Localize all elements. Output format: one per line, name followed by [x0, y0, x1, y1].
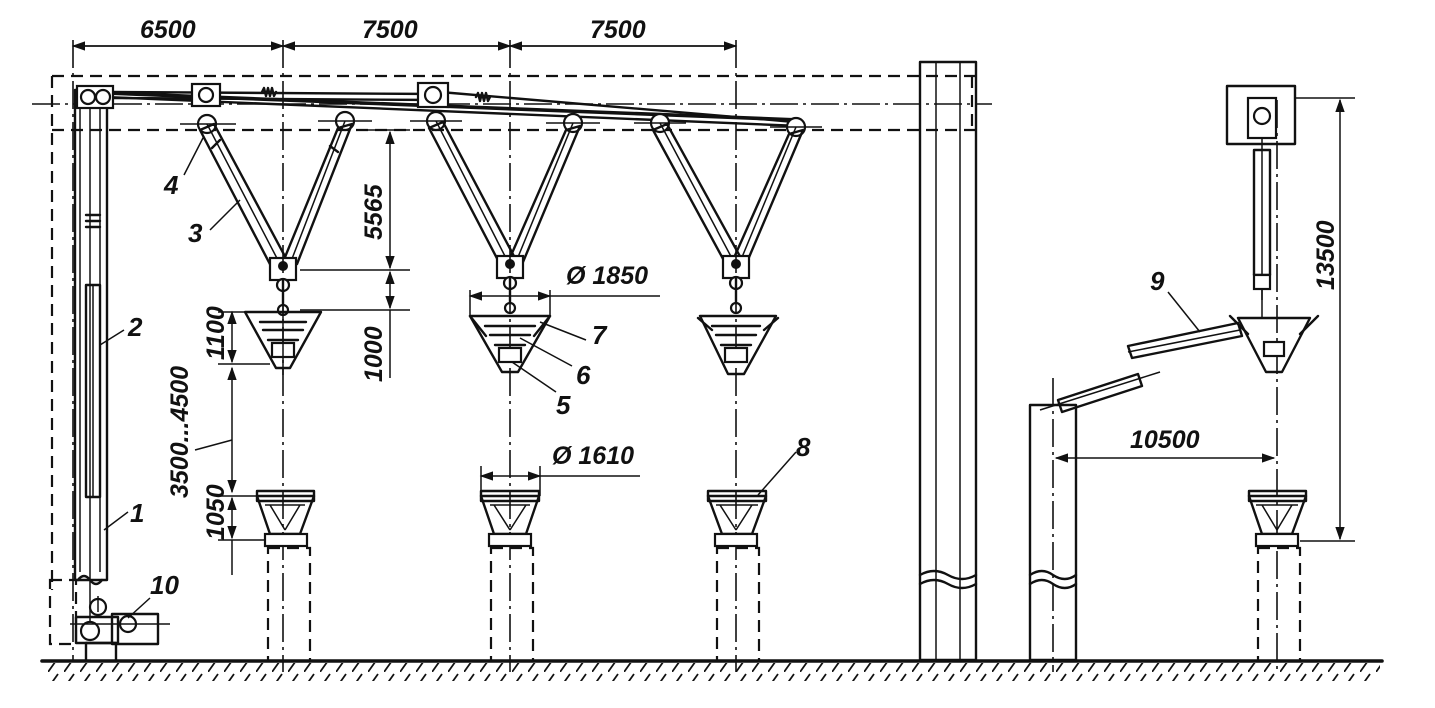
- dim-lift-range: 3500...4500: [166, 366, 194, 498]
- label-3: 3: [188, 218, 203, 248]
- truss-1: [180, 110, 372, 317]
- hopper-3: [706, 489, 768, 663]
- truss-3: [634, 112, 822, 315]
- dim-span-2: 7500: [362, 16, 418, 44]
- top-pulleys: [75, 81, 450, 110]
- label-6: 6: [576, 360, 591, 390]
- dim-truss-height: 5565: [360, 183, 388, 240]
- dim-bucket-diameter: Ø 1850: [566, 262, 648, 290]
- dim-hopper-height: 1050: [202, 484, 230, 540]
- winch-10: [70, 596, 170, 663]
- hopper-1: [255, 489, 316, 663]
- chute-9: [1039, 321, 1244, 414]
- label-1: 1: [130, 498, 144, 528]
- dimension-lines: [71, 41, 1355, 575]
- overhead-frame: [32, 74, 992, 590]
- dim-bucket-height: 1100: [202, 306, 230, 360]
- label-2: 2: [127, 312, 143, 342]
- right-column: [918, 60, 978, 662]
- bucket-3: [696, 314, 780, 376]
- side-suspension: [1225, 84, 1297, 300]
- dim-span-1: 6500: [140, 16, 196, 44]
- label-5: 5: [556, 390, 571, 420]
- label-7: 7: [592, 320, 608, 350]
- left-mast: [48, 40, 109, 660]
- side-column: [1028, 378, 1078, 672]
- ground: [40, 659, 1384, 681]
- part-labels: 1 2 3 4 5 6 7 8 9 10: [99, 135, 1201, 619]
- label-8: 8: [796, 432, 811, 462]
- hopper-2: [479, 489, 541, 663]
- label-9: 9: [1150, 266, 1165, 296]
- side-bucket: [1228, 290, 1320, 374]
- hopper-4: [1247, 489, 1308, 663]
- label-10: 10: [150, 570, 179, 600]
- dim-hook-gap: 1000: [360, 326, 388, 382]
- dim-span-3: 7500: [590, 16, 646, 44]
- label-4: 4: [163, 170, 179, 200]
- dimension-texts: 6500 7500 7500 5565 1000 1100 3500...450…: [140, 16, 1340, 540]
- dim-side-height: 13500: [1312, 220, 1340, 290]
- bucket-2: [468, 314, 552, 374]
- dim-hopper-diameter: Ø 1610: [552, 442, 634, 470]
- dim-side-span: 10500: [1130, 426, 1200, 454]
- bucket-1: [243, 300, 323, 375]
- centerlines: [282, 40, 1278, 672]
